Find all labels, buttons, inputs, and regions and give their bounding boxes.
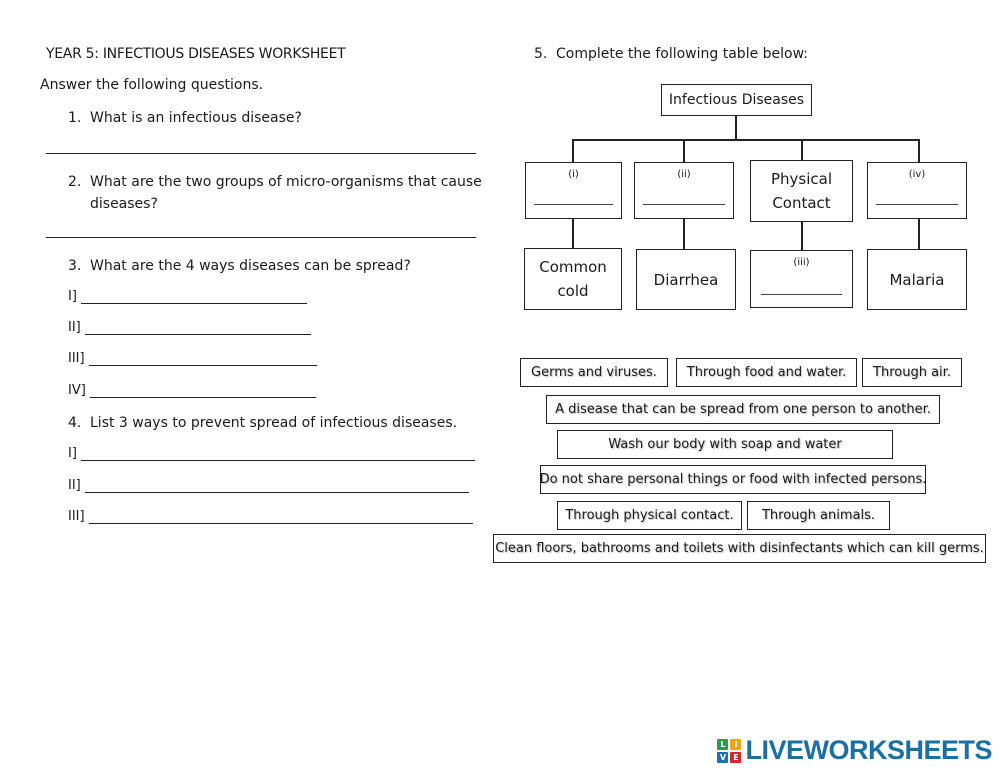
q4-answer-3[interactable]: III]	[68, 509, 473, 524]
answer-line[interactable]	[643, 204, 725, 205]
q4-answer-2[interactable]: II]	[68, 478, 469, 493]
logo-mark-icon: L I V E	[717, 738, 742, 763]
diagram-box-physical-contact: Physical Contact	[750, 160, 853, 222]
option-chip[interactable]: Do not share personal things or food wit…	[540, 465, 926, 494]
q4-answer-1[interactable]: I]	[68, 446, 475, 461]
answer-line[interactable]	[84, 322, 311, 335]
option-chip[interactable]: Wash our body with soap and water	[557, 430, 893, 459]
question-4: 4.List 3 ways to prevent spread of infec…	[68, 415, 458, 431]
connector	[918, 218, 920, 249]
answer-line[interactable]	[89, 385, 316, 398]
instructions: Answer the following questions.	[40, 77, 264, 93]
diagram-blank-box-i[interactable]: (i)	[525, 162, 622, 219]
q3-answer-1[interactable]: I]	[68, 289, 307, 304]
q3-answer-2[interactable]: II]	[68, 320, 311, 335]
answer-line[interactable]	[80, 448, 475, 461]
question-3: 3.What are the 4 ways diseases can be sp…	[68, 258, 411, 274]
question-2: 2.What are the two groups of micro-organ…	[68, 174, 482, 212]
option-chip[interactable]: Through animals.	[747, 501, 890, 530]
connector	[918, 139, 920, 163]
diagram-box-common-cold: Common cold	[524, 248, 622, 310]
connector	[572, 139, 574, 163]
option-chip[interactable]: Through food and water.	[676, 358, 857, 387]
option-chip[interactable]: Through physical contact.	[557, 501, 742, 530]
connector	[572, 218, 574, 249]
logo-cell: I	[730, 738, 742, 750]
worksheet-title: YEAR 5: INFECTIOUS DISEASES WORKSHEET	[46, 46, 346, 62]
q3-answer-3[interactable]: III]	[68, 351, 317, 366]
option-chip[interactable]: A disease that can be spread from one pe…	[546, 395, 940, 424]
diagram-box-malaria: Malaria	[867, 249, 967, 310]
connector	[683, 218, 685, 249]
connector	[683, 139, 685, 163]
answer-line-q2[interactable]	[46, 237, 476, 238]
answer-line[interactable]	[761, 294, 842, 295]
liveworksheets-logo: L I V E LIVEWORKSHEETS	[717, 735, 992, 766]
diagram-blank-box-iii[interactable]: (iii)	[750, 250, 853, 308]
answer-line[interactable]	[88, 353, 317, 366]
brand-name: LIVEWORKSHEETS	[745, 735, 992, 765]
question-5: 5.Complete the following table below:	[534, 46, 808, 62]
answer-line[interactable]	[84, 480, 469, 493]
diagram-root-box: Infectious Diseases	[661, 84, 812, 116]
connector	[801, 221, 803, 251]
option-chip[interactable]: Through air.	[862, 358, 962, 387]
logo-cell: L	[717, 738, 729, 750]
diagram-blank-box-ii[interactable]: (ii)	[634, 162, 734, 219]
diagram-box-diarrhea: Diarrhea	[636, 249, 736, 310]
question-1: 1.What is an infectious disease?	[68, 110, 302, 126]
option-chip[interactable]: Germs and viruses.	[520, 358, 668, 387]
logo-cell: E	[730, 751, 742, 763]
connector	[801, 139, 803, 161]
answer-line[interactable]	[80, 291, 307, 304]
answer-line[interactable]	[534, 204, 613, 205]
answer-line[interactable]	[88, 511, 473, 524]
q3-answer-4[interactable]: IV]	[68, 383, 316, 398]
option-chip[interactable]: Clean floors, bathrooms and toilets with…	[493, 534, 986, 563]
answer-line-q1[interactable]	[46, 153, 476, 154]
logo-cell: V	[717, 751, 729, 763]
answer-line[interactable]	[876, 204, 958, 205]
connector	[735, 114, 737, 140]
diagram-blank-box-iv[interactable]: (iv)	[867, 162, 967, 219]
connector	[572, 139, 919, 141]
